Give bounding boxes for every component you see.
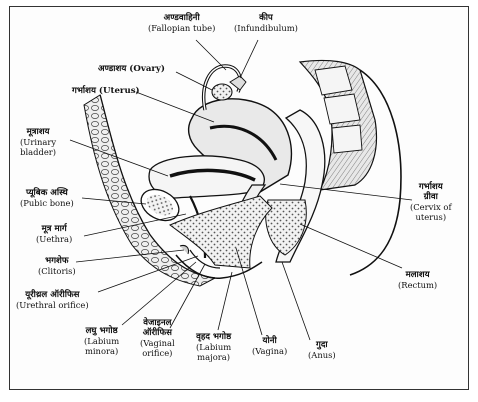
bladder-lumen [169, 168, 256, 182]
bladder-hindi: मूत्राशय [26, 127, 50, 137]
label-ovary: अण्डाशय (Ovary) [98, 64, 165, 74]
bladder-english-2: bladder) [20, 147, 57, 157]
labium-majora-english-2: majora) [197, 352, 231, 362]
vaginal-orifice-hindi-2: ऑरीफिस [142, 328, 172, 338]
clitoris-hindi: भगशेफ [45, 256, 69, 266]
vertebra-1 [314, 65, 353, 96]
label-infundibulum: कीप (Infundibulum) [234, 13, 298, 33]
clitoris [179, 245, 189, 255]
back-skin [349, 69, 402, 276]
pubic-bone-inner [146, 194, 174, 216]
label-labium-minora: लघु भगोष्ठ (Labium minora) [84, 326, 119, 356]
labium-majora [175, 254, 263, 279]
cervix-hindi-2: ग्रीवा [423, 192, 438, 202]
pubic-english: (Pubic bone) [20, 198, 74, 208]
label-clitoris: भगशेफ (Clitoris) [38, 256, 76, 276]
label-vaginal-orifice: वेजाइनल ऑरीफिस (Vaginal orifice) [140, 318, 175, 358]
label-urinary-bladder: मूत्राशय (Urinary bladder) [20, 127, 56, 157]
label-urethra: मूत्र मार्ग (Uethra) [36, 224, 72, 244]
labium-minora [189, 249, 221, 269]
clitoris-english: (Clitoris) [38, 266, 76, 276]
uterine-cavity [209, 124, 278, 161]
label-rectum: मलाशय (Rectum) [398, 270, 437, 290]
bladder-english-1: (Urinary [20, 137, 57, 147]
infundibulum [229, 75, 247, 91]
urethral-orifice-english: (Urethral orifice) [16, 300, 89, 310]
vaginal-orifice-english-2: orifice) [142, 348, 173, 358]
leader-lines [69, 39, 413, 341]
labium-majora-hindi: वृहद भगोष्ठ [196, 332, 232, 342]
urethra-hindi: मूत्र मार्ग [41, 224, 67, 234]
label-pubic-bone: प्यूबिक अस्थि (Pubic bone) [20, 188, 74, 208]
vertebra-2 [323, 93, 361, 125]
anus-hindi: गुदा [316, 340, 328, 350]
vagina-english: (Vagina) [252, 346, 288, 356]
infundibulum-hindi: कीप [259, 13, 273, 23]
fallopian-english: (Fallopian tube) [148, 23, 216, 33]
ovary [211, 83, 233, 101]
label-cervix: गर्भाशय ग्रीवा (Cervix of uterus) [410, 182, 452, 222]
labium-majora-english-1: (Labium [196, 342, 232, 352]
label-vagina: योनी (Vagina) [252, 336, 287, 356]
labium-minora-hindi: लघु भगोष्ठ [85, 326, 118, 336]
fallopian-hindi: अण्डवाहिनी [163, 13, 200, 23]
perineum-tissue [169, 195, 273, 269]
label-fallopian-tube: अण्डवाहिनी (Fallopian tube) [148, 13, 215, 33]
cervix-hindi-1: गर्भाशय [418, 182, 443, 192]
cervix-english-2: uterus) [415, 212, 447, 222]
labium-minora-english-1: (Labium [84, 336, 120, 346]
labium-minora-english-2: minora) [84, 346, 119, 356]
uterus [187, 98, 292, 193]
anus-english: (Anus) [308, 350, 336, 360]
vertebra-3 [331, 124, 363, 154]
infundibulum-english: (Infundibulum) [234, 23, 298, 33]
vaginal-orifice-hindi-1: वेजाइनल [143, 318, 172, 328]
label-anus: गुदा (Anus) [308, 340, 336, 360]
label-labium-majora: वृहद भगोष्ठ (Labium majora) [196, 332, 231, 362]
pubic-hindi: प्यूबिक अस्थि [25, 188, 68, 198]
rectum-hindi: मलाशय [405, 270, 430, 280]
rectum-wall [265, 199, 307, 256]
vagina-hindi: योनी [262, 336, 277, 346]
rectum [275, 109, 326, 263]
cervix-english-1: (Cervix of [410, 202, 452, 212]
rectum-english: (Rectum) [398, 280, 438, 290]
label-urethral-orifice: यूरीथ्रल ऑरीफिस (Urethral orifice) [16, 290, 89, 310]
vaginal-orifice-english-1: (Vaginal [140, 338, 175, 348]
label-uterus: गर्भाशय (Uterus) [72, 86, 140, 96]
urethra-english: (Uethra) [36, 234, 73, 244]
urethral-orifice-hindi: यूरीथ्रल ऑरीफिस [25, 290, 80, 300]
